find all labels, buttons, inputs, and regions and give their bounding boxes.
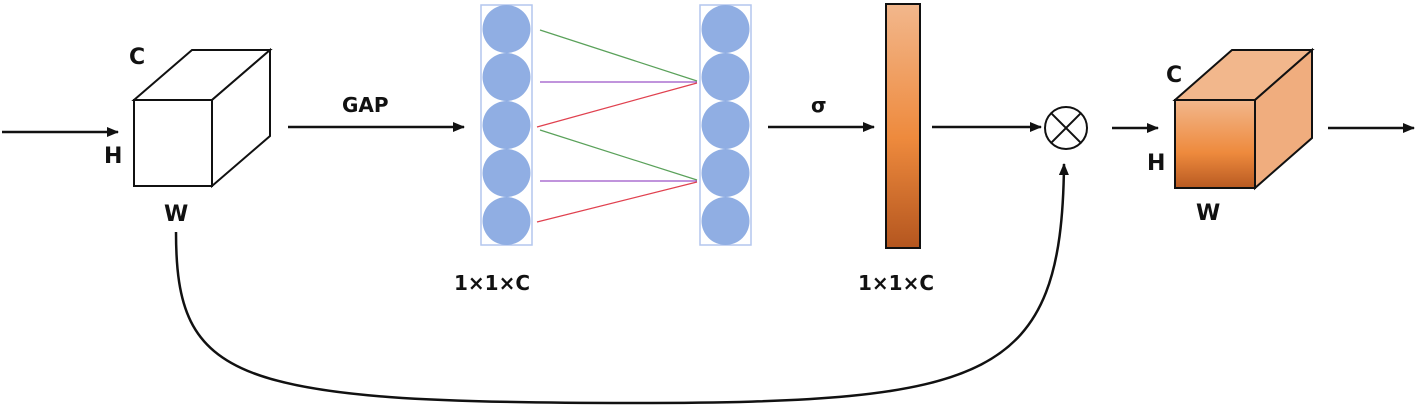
neuron-5 (701, 197, 750, 245)
sigma-label: σ (811, 93, 827, 117)
output-h-label: H (1147, 151, 1165, 176)
neuron-3 (701, 101, 750, 149)
neuron-3 (482, 101, 531, 149)
channel-weights-bar (885, 3, 921, 249)
output-w-label: W (1196, 201, 1220, 226)
gap-label: GAP (342, 93, 389, 117)
input-w-label: W (164, 202, 188, 227)
neuron-4 (482, 149, 531, 197)
weights-size-label: 1×1×C (858, 271, 934, 295)
input-h-label: H (104, 144, 122, 169)
output-feature-cube (1172, 47, 1315, 191)
output-c-label: C (1166, 63, 1182, 88)
neuron-2 (482, 53, 531, 101)
fc-connections (536, 29, 698, 223)
squeeze-neuron-column (480, 4, 533, 246)
neuron-4 (701, 149, 750, 197)
neuron-1 (482, 5, 531, 53)
neuron-2 (701, 53, 750, 101)
input-c-label: C (129, 45, 145, 70)
multiply-icon (1044, 106, 1088, 150)
input-feature-cube (131, 47, 273, 189)
fc-size-label: 1×1×C (454, 271, 530, 295)
neuron-1 (701, 5, 750, 53)
excitation-neuron-column (699, 4, 752, 246)
neuron-5 (482, 197, 531, 245)
skip-connection-arrow (174, 163, 1069, 405)
